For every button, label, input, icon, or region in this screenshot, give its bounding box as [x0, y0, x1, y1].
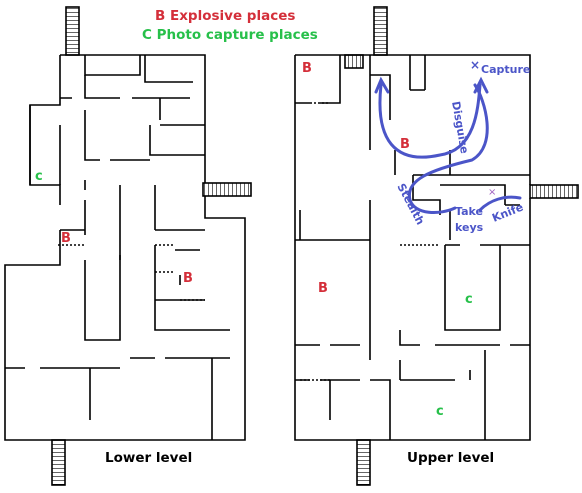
route-label-capture: Capture: [481, 63, 530, 76]
legend-photo: C Photo capture places: [142, 27, 318, 43]
route-label-keys: keys: [455, 221, 484, 234]
lower-explosive-marker-1: B: [61, 231, 71, 246]
route-disguise-path: [378, 83, 482, 159]
upper-level-plan: [294, 6, 579, 486]
capture-x-mark: ×: [470, 58, 480, 72]
upper-level-label: Upper level: [407, 450, 494, 466]
stairs-right-lower: [202, 182, 252, 197]
legend-explosive: B Explosive places: [155, 8, 295, 24]
lower-explosive-marker-2: B: [183, 271, 193, 286]
lower-photo-marker: c: [35, 169, 43, 184]
upper-explosive-marker-1: B: [302, 61, 312, 76]
lower-level-plan: [4, 6, 252, 486]
lower-level-label: Lower level: [105, 450, 192, 466]
stairs-right-upper: [529, 184, 579, 199]
upper-photo-marker-2: c: [436, 404, 444, 419]
route-arrowhead-right: [473, 76, 489, 94]
stairs-bottom-lower: [51, 439, 66, 486]
upper-photo-marker-1: c: [465, 292, 473, 307]
route-label-take: Take: [455, 205, 483, 218]
stairs-bottom-upper: [356, 439, 371, 486]
route-label-disguise: Disguise: [449, 100, 471, 154]
upper-explosive-marker-3: B: [318, 281, 328, 296]
stairs-top-upper: [373, 6, 388, 56]
route-knife-path: [478, 195, 522, 212]
route-overlay: [374, 76, 522, 214]
knife-x-mark: ×: [488, 187, 496, 198]
stairs-inner-upper: [344, 54, 364, 69]
stairs-top-lower: [65, 6, 80, 56]
upper-explosive-marker-2: B: [400, 137, 410, 152]
route-arrowhead-left: [374, 76, 390, 94]
route-stealth-path: [407, 83, 489, 214]
